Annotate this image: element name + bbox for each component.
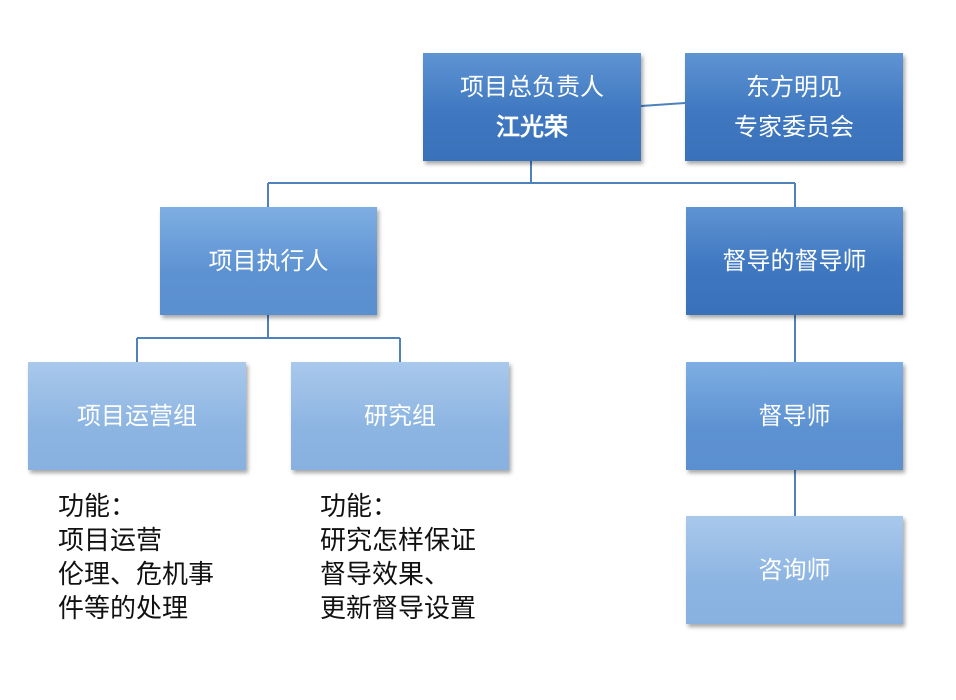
research-function-note: 功能： 研究怎样保证 督导效果、 更新督导设置 — [320, 490, 476, 626]
operations-note-line: 项目运营 — [58, 526, 163, 556]
operations-group-box: 项目运营组 — [28, 362, 246, 470]
committee-line2: 专家委员会 — [734, 113, 854, 141]
supervisor-of-supervisors-label: 督导的督导师 — [722, 247, 867, 275]
research-note-line: 研究怎样保证 — [320, 526, 477, 556]
counselor-label: 咨询师 — [758, 556, 831, 584]
operations-group-label: 项目运营组 — [77, 402, 197, 430]
director-title: 项目总负责人 — [460, 73, 604, 101]
operations-note-line: 件等的处理 — [58, 594, 189, 624]
executor-box: 项目执行人 — [160, 207, 377, 315]
executor-label: 项目执行人 — [208, 247, 329, 275]
research-group-label: 研究组 — [364, 402, 436, 430]
operations-note-line: 伦理、危机事 — [58, 560, 215, 590]
research-note-line: 更新督导设置 — [320, 594, 477, 624]
operations-note-heading: 功能： — [58, 492, 137, 522]
supervisor-of-supervisors-box: 督导的督导师 — [686, 207, 903, 315]
committee-line1: 东方明见 — [746, 73, 842, 101]
counselor-box: 咨询师 — [686, 516, 903, 624]
connector-director-committee — [640, 102, 686, 107]
operations-function-note: 功能： 项目运营 伦理、危机事 件等的处理 — [58, 490, 214, 626]
research-group-box: 研究组 — [291, 362, 509, 470]
research-note-line: 督导效果、 — [320, 560, 451, 590]
director-name: 江光荣 — [496, 113, 568, 141]
director-box: 项目总负责人 江光荣 — [423, 53, 641, 161]
committee-box: 东方明见 专家委员会 — [685, 53, 903, 161]
supervisor-label: 督导师 — [758, 402, 831, 430]
supervisor-box: 督导师 — [686, 362, 903, 470]
research-note-heading: 功能： — [320, 492, 399, 522]
